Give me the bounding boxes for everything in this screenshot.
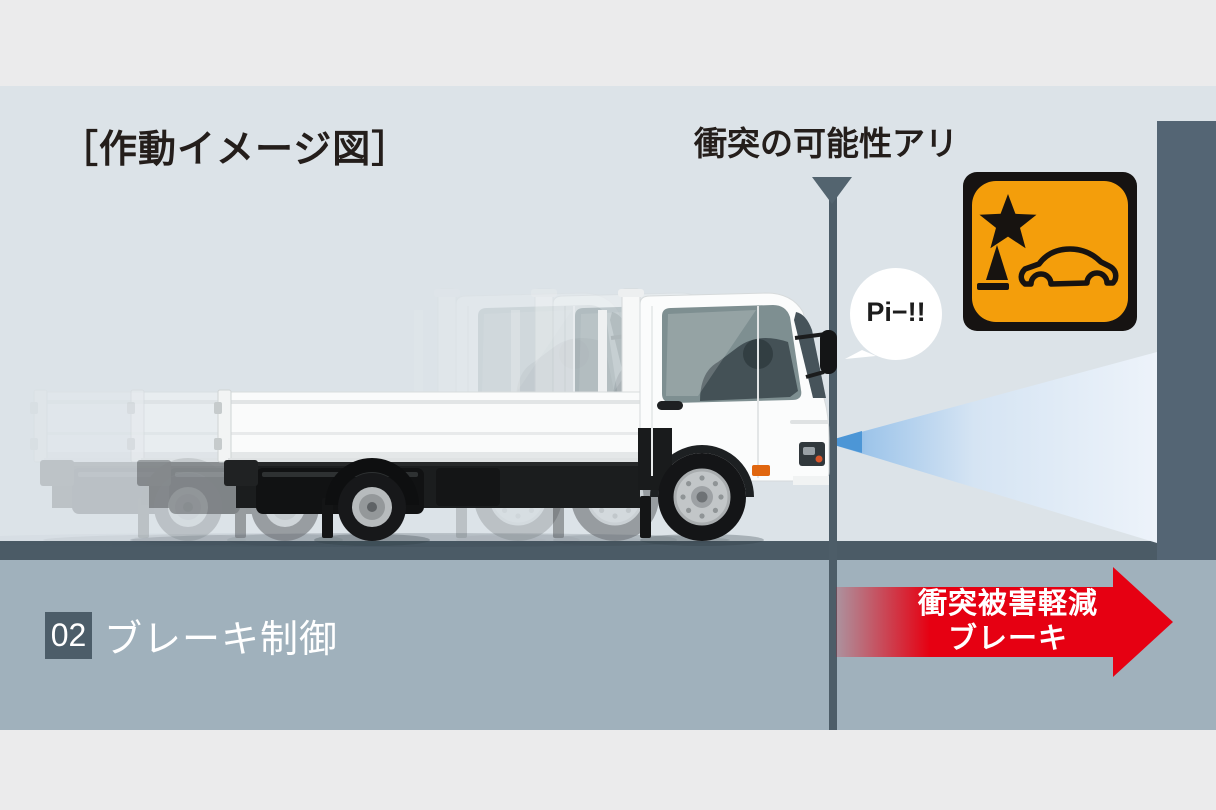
car-collision-warning-icon (963, 172, 1137, 331)
collision-star-icon (979, 194, 1037, 249)
page-title: ［作動イメージ図］ (60, 129, 411, 171)
beep-text: Pi−!! (866, 297, 926, 327)
down-triangle-marker (812, 177, 852, 204)
beam-cone (824, 352, 1157, 543)
cone-icon (986, 245, 1008, 280)
step-number-badge: 02 (45, 612, 92, 659)
beep-speech-bubble (845, 268, 942, 360)
brake-arrow-shape (836, 567, 1173, 677)
bottom-margin-band (0, 730, 1216, 810)
collision-possibility-label: 衝突の可能性アリ (694, 125, 958, 162)
collision-point-line (829, 196, 837, 730)
brake-arrow-line1: 衝突被害軽減 (917, 588, 1098, 620)
step-caption: 02 ブレーキ制御 (45, 608, 338, 663)
brake-arrow-line2: ブレーキ (947, 623, 1068, 655)
brake-arrow-label: 衝突被害軽減 ブレーキ (848, 587, 1168, 657)
step-label: ブレーキ制御 (104, 619, 339, 661)
obstacle-wall (1157, 121, 1216, 560)
top-margin-band (0, 0, 1216, 86)
beam-apex (824, 431, 862, 453)
brake-arrow (836, 567, 1173, 677)
car-silhouette-icon (1018, 246, 1119, 287)
